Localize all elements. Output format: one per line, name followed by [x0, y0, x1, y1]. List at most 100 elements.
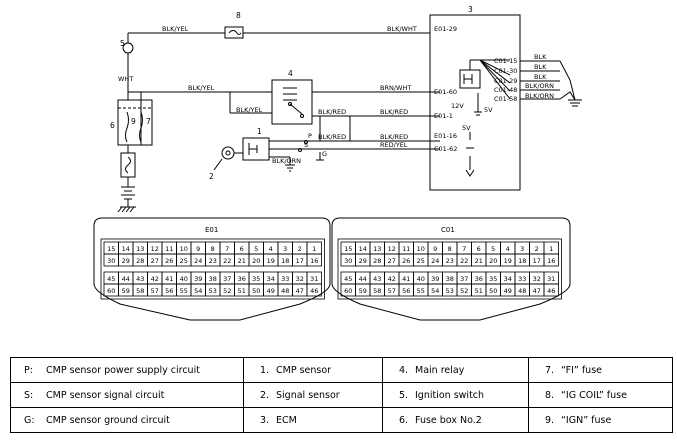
pin-number: 31: [310, 275, 318, 283]
legend-cell: 3.ECM: [243, 407, 383, 433]
pin-number: 43: [373, 275, 381, 283]
ecm-symbol: [429, 14, 521, 191]
legend-cell: 4.Main relay: [382, 357, 529, 383]
voltage-12v: 12V: [451, 102, 464, 110]
legend-cell: 8.“IG COIL” fuse: [528, 382, 673, 408]
pin-number: 54: [194, 287, 202, 295]
label-relay-4: 4: [288, 69, 293, 78]
legend-text: Signal sensor: [276, 389, 340, 401]
voltage-5v-a: 5V: [484, 106, 493, 114]
pin-number: 12: [151, 245, 159, 253]
pin-number: 41: [165, 275, 173, 283]
pin-e01-16: E01-16: [434, 132, 457, 140]
pin-number: 17: [296, 257, 304, 265]
pin-number: 44: [359, 275, 367, 283]
pin-number: 59: [359, 287, 367, 295]
signal-sensor-symbol: [221, 146, 235, 160]
ground-wire-blk-1: BLK: [534, 53, 547, 61]
pin-number: 22: [223, 257, 231, 265]
pin-number: 14: [122, 245, 130, 253]
c01-connector-body: [331, 217, 571, 321]
pin-number: 33: [281, 275, 289, 283]
legend-text: CMP sensor signal circuit: [46, 389, 165, 401]
pin-number: 52: [460, 287, 468, 295]
voltage-5v-b: 5V: [462, 124, 471, 132]
pin-number: 25: [417, 257, 425, 265]
pin-number: 8: [448, 245, 452, 253]
pin-number: 8: [211, 245, 215, 253]
pin-number: 4: [269, 245, 273, 253]
pin-number: 55: [417, 287, 425, 295]
pin-number: 18: [281, 257, 289, 265]
pin-number: 60: [107, 287, 115, 295]
legend-cell: 6.Fuse box No.2: [382, 407, 529, 433]
marker-g: G: [322, 150, 327, 158]
pin-number: 21: [475, 257, 483, 265]
pin-number: 54: [431, 287, 439, 295]
pin-number: 23: [209, 257, 217, 265]
ig-coil-fuse-symbol: [224, 26, 244, 39]
pin-number: 41: [402, 275, 410, 283]
wire-blk-orn: BLK/ORN: [272, 157, 301, 165]
pin-number: 2: [535, 245, 539, 253]
pin-c01-62: C01-62: [434, 145, 457, 153]
pin-number: 28: [136, 257, 144, 265]
pin-c01-48: C01-48: [494, 86, 517, 94]
pin-number: 4: [506, 245, 510, 253]
pin-number: 42: [388, 275, 396, 283]
pin-number: 42: [151, 275, 159, 283]
legend-cell: 7.“FI” fuse: [528, 357, 673, 383]
pin-number: 46: [310, 287, 318, 295]
legend-text: CMP sensor: [276, 364, 332, 376]
pin-number: 16: [310, 257, 318, 265]
legend-text: “IGN” fuse: [561, 414, 612, 426]
pin-number: 53: [209, 287, 217, 295]
pin-cell: [306, 253, 322, 267]
pin-number: 32: [296, 275, 304, 283]
pin-number: 56: [165, 287, 173, 295]
pin-number: 1: [549, 245, 553, 253]
pin-number: 2: [298, 245, 302, 253]
pin-number: 3: [283, 245, 287, 253]
wire-red-yel: RED/YEL: [380, 141, 408, 149]
pin-number: 58: [136, 287, 144, 295]
legend-key: 4.: [399, 364, 409, 376]
pin-number: 49: [267, 287, 275, 295]
main-relay-symbol: [271, 79, 313, 125]
pin-number: 47: [533, 287, 541, 295]
pin-number: 45: [344, 275, 352, 283]
ground-wire-blk-orn-2: BLK/ORN: [525, 92, 554, 100]
legend-text: CMP sensor power supply circuit: [46, 364, 200, 376]
pin-number: 40: [417, 275, 425, 283]
pin-number: 56: [402, 287, 410, 295]
legend-cell: S: CMP sensor signal circuit: [10, 382, 244, 408]
wire-blk-red-1: BLK/RED: [318, 108, 346, 116]
wire-blk-yel-mid: BLK/YEL: [188, 84, 215, 92]
legend-key: S:: [24, 389, 34, 401]
pin-number: 46: [547, 287, 555, 295]
legend-row: S: CMP sensor signal circuit 2.Signal sens…: [10, 382, 673, 408]
pin-number: 45: [107, 275, 115, 283]
legend-cell: 2.Signal sensor: [243, 382, 383, 408]
wire-blk-red-4: BLK/RED: [380, 133, 408, 141]
legend-text: ECM: [276, 414, 297, 426]
pin-number: 26: [402, 257, 410, 265]
pin-number: 36: [475, 275, 483, 283]
pin-number: 19: [267, 257, 275, 265]
pin-number: 44: [122, 275, 130, 283]
pin-number: 59: [122, 287, 130, 295]
pin-number: 57: [151, 287, 159, 295]
legend-key: P:: [24, 364, 33, 376]
pin-number: 55: [180, 287, 188, 295]
pin-number: 10: [417, 245, 425, 253]
pin-c01-29: C01-29: [494, 77, 517, 85]
legend-text: CMP sensor ground circuit: [46, 414, 170, 426]
wire-blk-yel-relay: BLK/YEL: [236, 106, 263, 114]
pin-c01-15: C01-15: [494, 57, 517, 65]
legend-text: Ignition switch: [415, 389, 485, 401]
legend-key: 5.: [399, 389, 409, 401]
wire-wht: WHT: [118, 75, 133, 83]
pin-number: 26: [165, 257, 173, 265]
